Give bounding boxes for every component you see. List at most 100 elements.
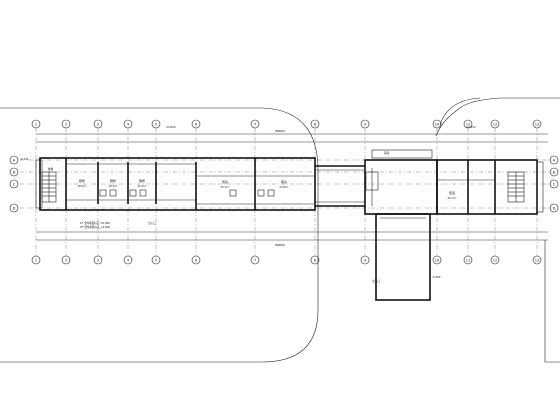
room-label-1-name: 厕所 [79,178,85,183]
axis-label-side: D [13,206,16,210]
elevation-mark-2: -0.150 [20,157,29,161]
axis-bubble-right [549,155,559,165]
axis-bubble-left [9,203,19,213]
room-label-2-name: 厕所 [110,178,116,183]
axis-bubble-bottom [250,255,260,265]
axis-label-side: D [553,206,556,210]
note-5: 雨篷 [384,151,390,155]
site-boundary-right-lower [544,240,560,363]
axis-label: 3 [97,122,99,126]
axis-label: 13 [535,122,540,126]
axis-bubble-top [360,119,370,129]
hall-block-outer-wall [364,159,438,215]
hall-canopy [371,149,433,159]
axis-bubble-bottom [532,255,542,265]
axis-label: 2 [65,258,67,262]
elevation-mark-1: ±0.000 [166,125,176,129]
axis-bubble-bottom [463,255,473,265]
axis-bubble-top [490,119,500,129]
axis-label: 7 [254,122,256,126]
axis-label: 7 [254,258,256,262]
drawing-notes: 1F 室内地面标高 ±0.000 2F 室内地面标高 +3.600 出入口 楼梯… [48,151,390,283]
axis-label: 10 [435,258,440,262]
axis-bubble-top [432,119,442,129]
axis-bubble-top [250,119,260,129]
note-2: 2F 室内地面标高 +3.600 [80,225,110,229]
axis-label: 11 [466,258,471,262]
axis-bubble-bottom [93,255,103,265]
axis-bubble-bottom [432,255,442,265]
room-labels: 厕所 18.9m² 厕所 19.2m² 厕所 21.6m² 泵房 23.7m² … [77,178,456,200]
elevation-marks: ±0.000 -0.150 +0.450 -0.300 [20,125,476,279]
axis-bubble-top [123,119,133,129]
axis-bubble-left [9,167,19,177]
axis-label: 8 [314,258,317,262]
axis-bubble-bottom [310,255,320,265]
axis-label-side: C [13,182,16,186]
axis-label: 5 [155,258,157,262]
right-entry-step [536,161,544,213]
axis-label: 13 [535,258,540,262]
room-label-4-area: 23.7m² [220,185,229,189]
axis-bubble-bottom [151,255,161,265]
note-1: 1F 室内地面标高 ±0.000 [80,221,110,225]
axis-label: 1 [35,122,37,126]
room-label-6-area: 30.1m² [447,196,456,200]
overall-dimension-bottom: 88800 [275,243,285,247]
axis-label-side: B [553,170,556,174]
axis-label: 8 [314,122,317,126]
room-label-2-area: 19.2m² [108,184,117,188]
axis-bubble-right [549,203,559,213]
site-boundary-left [0,107,319,363]
axis-label-side: A [553,158,556,162]
room-label-5-area: 24.8m² [279,185,288,189]
axis-bubble-bottom [191,255,201,265]
overall-dimension-top: 88800 [275,129,285,133]
stair-left-treads [42,172,56,202]
axis-bubble-top [151,119,161,129]
hall-small-room [365,171,379,191]
axis-bubble-bottom [123,255,133,265]
axis-bubble-left [9,155,19,165]
note-4: 楼梯 [48,167,54,171]
left-block-outer-wall [39,157,316,211]
axis-label: 9 [364,122,367,126]
room-label-3-name: 厕所 [139,178,145,183]
note-3: 出入口 [148,221,156,225]
axis-bubble-right [549,167,559,177]
axis-bubble-top [310,119,320,129]
axis-bubble-top [191,119,201,129]
axis-label: 2 [65,122,67,126]
axis-label-side: A [13,158,16,162]
left-block-partitions [65,158,315,210]
right-block-outer-wall [436,159,538,215]
axis-label-side: B [13,170,16,174]
toilet-fixtures-left [99,189,275,197]
axis-label: 11 [466,122,471,126]
axis-label: 12 [493,122,498,126]
axis-label: 6 [195,258,198,262]
room-label-5-name: 泵房 [281,179,287,184]
stair-right-treads [508,172,524,202]
axis-label: 6 [195,122,198,126]
axis-label: 5 [155,122,157,126]
right-block-partitions [437,160,496,214]
axis-label-side: C [553,182,556,186]
axis-label: 3 [97,258,99,262]
elevation-mark-3: +0.450 [466,125,476,129]
axis-label: 1 [35,258,37,262]
room-label-6-name: 值班 [449,190,455,195]
room-label-4-name: 泵房 [222,179,228,184]
elevation-mark-4: -0.300 [432,275,441,279]
axis-label: 4 [127,122,130,126]
site-boundary-right [435,97,560,137]
note-6: 出入口 [372,279,380,283]
axis-bubble-top [93,119,103,129]
axis-label: 12 [493,258,498,262]
axis-bubble-bottom [490,255,500,265]
axis-bubble-top [463,119,473,129]
axis-bubble-top [532,119,542,129]
axis-label: 4 [127,258,130,262]
